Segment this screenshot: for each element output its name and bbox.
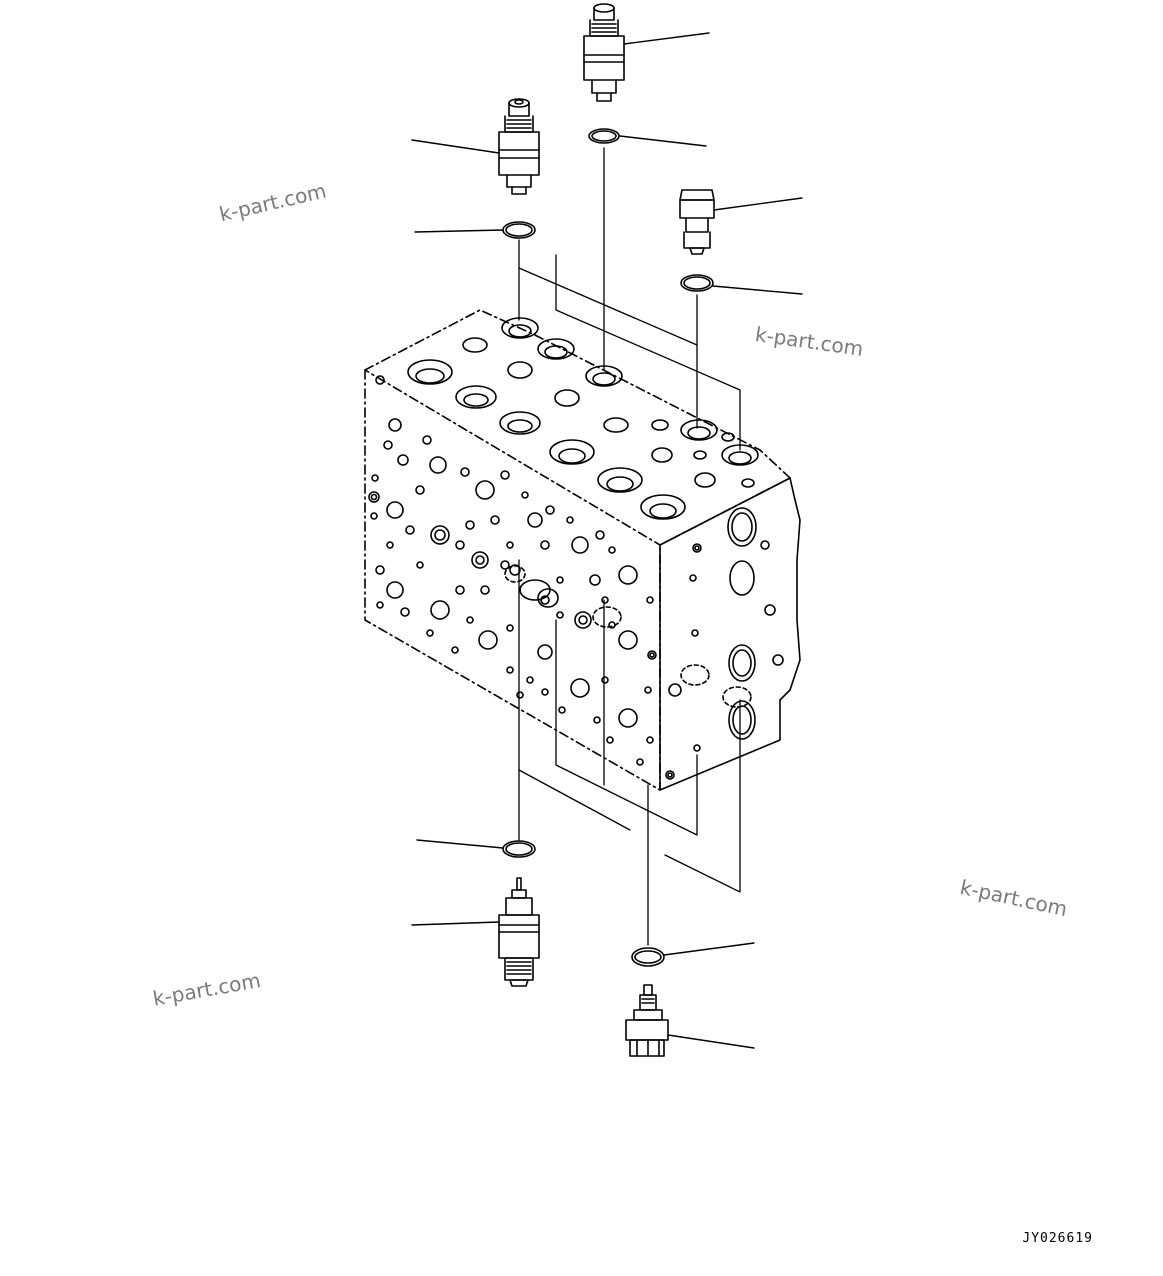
left-face-ports: [368, 375, 657, 766]
relief-valve-top-center: [583, 3, 625, 102]
valve-body: [364, 309, 801, 791]
drawing-code: JY026619: [1022, 1231, 1093, 1246]
top-face-ports: [407, 317, 759, 520]
relief-valve-top-left: [498, 98, 540, 195]
assembly-lines: [518, 147, 741, 946]
plug-top-right: [679, 189, 715, 255]
valve-body-left-face: [364, 369, 661, 791]
valve-body-end-face: [659, 477, 801, 791]
callout-leaders: [411, 32, 803, 1049]
o-rings: [502, 128, 714, 967]
relief-valve-bottom-center: [625, 984, 669, 1057]
end-face-ports: [665, 507, 784, 780]
relief-valve-bottom-left: [498, 877, 540, 987]
valve-body-top-face: [364, 309, 791, 546]
